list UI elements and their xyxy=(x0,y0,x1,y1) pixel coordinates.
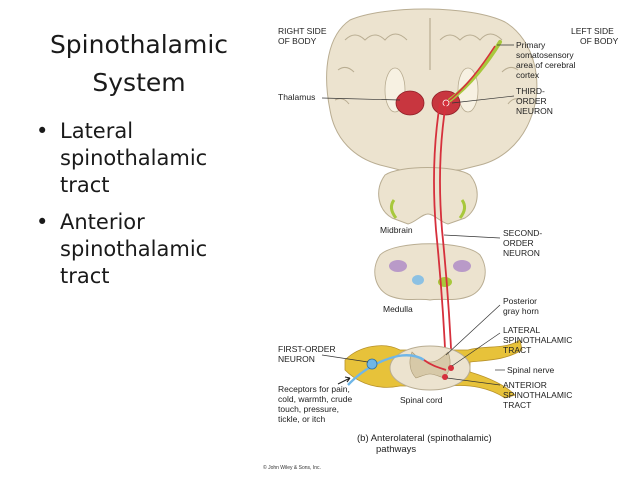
label-medulla: Medulla xyxy=(383,304,413,314)
bullet-text-line: Lateral xyxy=(60,119,134,143)
leader-anterior-tract xyxy=(446,377,501,386)
label-spinal-cord: Spinal cord xyxy=(400,395,443,405)
spinal-cord-section xyxy=(337,339,523,399)
bullet-anterior-spinothalamic: • Anterior spinothalamic tract xyxy=(30,209,250,290)
slide-title: Spinothalamic System xyxy=(30,26,248,102)
leader-second-order xyxy=(443,234,501,239)
label-first-order-neuron: FIRST-ORDER NEURON xyxy=(278,344,338,364)
medulla-nucleus-purple-2 xyxy=(453,260,471,272)
second-order-neuron-crossing xyxy=(423,359,447,371)
slide-title-line-2: System xyxy=(92,68,186,97)
leader-lines xyxy=(321,44,515,386)
bullet-list: • Lateral spinothalamic tract • Anterior… xyxy=(30,118,250,300)
bullet-text-line: spinothalamic xyxy=(60,237,208,261)
leader-posterior-horn xyxy=(445,304,501,356)
anterior-tract-dot-icon xyxy=(442,374,448,380)
label-left-side: LEFT SIDE OF BODY xyxy=(571,26,619,46)
leader-thalamus xyxy=(321,97,401,101)
brain-section xyxy=(326,8,538,171)
label-anterior-spinothalamic-tract: ANTERIOR SPINOTHALAMIC TRACT xyxy=(503,380,575,410)
medulla-nucleus-blue xyxy=(412,275,424,285)
leader-third-order xyxy=(451,95,515,104)
label-spinal-nerve: Spinal nerve xyxy=(507,365,555,375)
bullet-text-line: spinothalamic xyxy=(60,146,208,170)
cerebrum-outline xyxy=(326,8,538,171)
thalamus-right-icon xyxy=(395,90,425,116)
bullet-dot-icon: • xyxy=(36,210,49,234)
midbrain-green-band-2 xyxy=(458,199,467,219)
midbrain-green-band xyxy=(389,199,398,219)
label-right-side: RIGHT SIDE OF BODY xyxy=(278,26,329,46)
leader-lateral-tract xyxy=(451,332,501,367)
bullet-text-line: tract xyxy=(60,264,110,288)
cortex-gyri xyxy=(334,33,523,105)
ascending-tract-line-b xyxy=(433,102,447,371)
third-order-neuron-fiber xyxy=(445,45,496,104)
medulla-nucleus-purple xyxy=(389,260,407,272)
label-third-order-neuron: THIRD- ORDER NEURON xyxy=(516,86,553,116)
label-receptors: Receptors for pain, cold, warmth, crude … xyxy=(278,384,355,424)
medulla-section xyxy=(374,243,486,301)
label-lateral-spinothalamic-tract: LATERAL SPINOTHALAMIC TRACT xyxy=(503,325,575,355)
spinothalamic-pathway-figure: RIGHT SIDE OF BODY LEFT SIDE OF BODY Pri… xyxy=(263,8,619,471)
midbrain-section xyxy=(378,167,478,225)
label-posterior-gray-horn: Posterior gray horn xyxy=(503,296,539,316)
figure-labels: RIGHT SIDE OF BODY LEFT SIDE OF BODY Pri… xyxy=(263,26,619,471)
bullet-text-line: Anterior xyxy=(60,210,145,234)
label-second-order-neuron: SECOND- ORDER NEURON xyxy=(503,228,545,258)
receptor-arrow-icon xyxy=(337,376,351,385)
slide-title-line-1: Spinothalamic xyxy=(49,30,229,59)
lateral-tract-dot-icon xyxy=(448,365,454,371)
bullet-text-line: tract xyxy=(60,173,110,197)
ascending-tract-line-a xyxy=(439,102,453,371)
medulla-outline xyxy=(374,243,486,301)
label-midbrain: Midbrain xyxy=(380,225,413,235)
bullet-lateral-spinothalamic: • Lateral spinothalamic tract xyxy=(30,118,250,199)
copyright-notice: © John Wiley & Sons, Inc. xyxy=(263,464,321,471)
leader-first-order xyxy=(321,354,369,363)
bullet-dot-icon: • xyxy=(36,119,49,143)
figure-caption: (b) Anterolateral (spinothalamic) pathwa… xyxy=(357,433,494,455)
dorsal-root-ganglion-icon xyxy=(366,358,378,370)
midbrain-outline xyxy=(378,167,478,225)
label-primary-cortex: Primary somatosensory area of cerebral c… xyxy=(516,40,578,80)
label-thalamus: Thalamus xyxy=(278,92,315,102)
first-order-neuron-fiber xyxy=(347,354,425,386)
